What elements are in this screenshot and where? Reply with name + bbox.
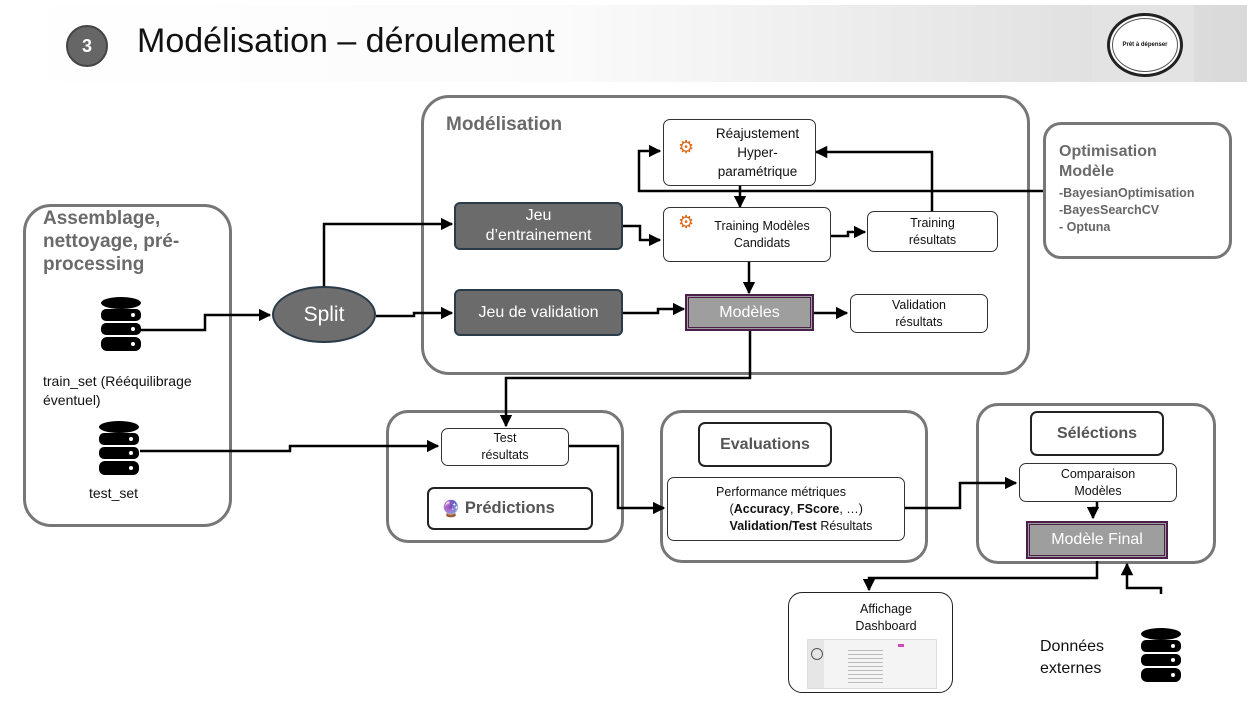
arrow-compare-to-final xyxy=(1086,502,1100,520)
database-icon xyxy=(99,421,139,475)
database-icon xyxy=(1141,628,1181,682)
training-results-label: Training résultats xyxy=(908,215,957,247)
metric-accuracy: Accuracy xyxy=(733,501,791,516)
optimisation-title: Optimisation Modèle xyxy=(1059,143,1157,180)
modelisation-title: Modélisation xyxy=(446,114,563,135)
arrow-optim-to-readjust xyxy=(637,144,1043,193)
split-label: Split xyxy=(303,302,345,326)
compare-models-label: Comparaison Modèles xyxy=(1060,466,1136,498)
slide-header xyxy=(3,5,1247,82)
test-results-label: Test résultats xyxy=(481,431,529,462)
optimisation-item: -BayesianOptimisation xyxy=(1059,186,1195,200)
models-box: Modèles xyxy=(685,294,814,331)
arrow-split-to-validation xyxy=(376,306,454,320)
compare-models-box: Comparaison Modèles xyxy=(1019,463,1177,502)
panel-optimisation xyxy=(1043,122,1232,259)
arrow-test-to-eval xyxy=(569,444,666,515)
validation-results-box: Validation résultats xyxy=(850,294,988,333)
metrics-paren: ( xyxy=(729,501,734,516)
gear-icon: ⚙ xyxy=(678,137,695,157)
final-model-box: Modèle Final xyxy=(1026,521,1168,559)
assemblage-title: Assemblage, nettoyage, pré-processing xyxy=(43,208,180,275)
company-logo: Prêt à dépenser xyxy=(1107,13,1183,77)
metrics-results: Résultats xyxy=(816,518,873,533)
page-title: Modélisation – déroulement xyxy=(137,22,555,60)
dashboard-marker xyxy=(898,644,904,647)
optimisation-list: -BayesianOptimisation -BayesSearchCV - O… xyxy=(1059,185,1194,236)
dashboard-panel: Affichage Dashboard xyxy=(788,592,953,693)
selections-title-box: Séléctions xyxy=(1030,411,1164,456)
dashboard-bars xyxy=(848,650,883,684)
arrow-final-to-dashboard xyxy=(862,561,1099,592)
crystal-ball-icon: 🔮 xyxy=(441,500,461,518)
test-set-label: test_set xyxy=(89,485,139,501)
training-label: Training Modèles Candidats xyxy=(714,218,810,250)
training-set-box: Jeu d’entrainement xyxy=(454,202,623,250)
metrics-line-1: Performance métriques xyxy=(716,484,846,499)
split-node: Split xyxy=(272,286,376,343)
arrow-train-to-training xyxy=(623,224,662,247)
predictions-title-box: 🔮 Prédictions xyxy=(427,487,593,530)
database-icon xyxy=(101,297,141,351)
gear-icon: ⚙ xyxy=(678,212,695,232)
arrow-results-to-readjust xyxy=(814,145,934,211)
training-results-box: Training résultats xyxy=(867,211,998,252)
arrow-train-to-split xyxy=(140,308,272,332)
train-set-label: train_set (Rééquilibrage éventuel) xyxy=(43,373,192,408)
training-models-box: Training Modèles Candidats xyxy=(663,207,831,262)
metrics-line-3: Validation/Test Résultats xyxy=(730,518,873,535)
arrow-validation-to-models xyxy=(623,302,686,316)
validation-results-label: Validation résultats xyxy=(892,297,946,329)
optimisation-item: -BayesSearchCV xyxy=(1059,203,1160,217)
step-number-badge: 3 xyxy=(66,25,108,67)
arrow-testset-to-test xyxy=(140,439,440,453)
arrow-models-to-test xyxy=(499,331,752,428)
metrics-end: , …) xyxy=(839,501,863,516)
arrow-eval-to-compare xyxy=(905,476,1018,510)
external-data-label: Données externes xyxy=(1040,638,1105,677)
performance-metrics-box: Performance métriques (Accuracy, FScore,… xyxy=(667,477,905,541)
arrow-training-to-results xyxy=(831,225,867,239)
dashboard-thumbnail xyxy=(807,639,937,689)
predictions-title: Prédictions xyxy=(464,499,555,517)
metric-fscore: FScore xyxy=(796,501,840,516)
metrics-sep: , xyxy=(790,501,797,516)
hyperparameter-readjust-box: Réajustement Hyper-paramétrique xyxy=(663,119,816,186)
evaluations-title-box: Evaluations xyxy=(698,422,832,467)
metrics-validation-test: Validation/Test xyxy=(729,518,817,533)
metrics-text: Performance métriques (Accuracy, FScore,… xyxy=(716,484,873,535)
test-results-box: Test résultats xyxy=(441,428,569,466)
arrow-external-to-final xyxy=(1120,562,1163,594)
validation-set-box: Jeu de validation xyxy=(454,289,623,336)
arrow-split-to-train xyxy=(322,217,454,288)
dashboard-gauge xyxy=(811,648,823,660)
dashboard-label: Affichage Dashboard xyxy=(855,602,917,633)
metrics-line-2: (Accuracy, FScore, …) xyxy=(730,501,873,518)
optimisation-item: - Optuna xyxy=(1059,220,1111,234)
readjust-label: Réajustement Hyper-paramétrique xyxy=(715,126,800,179)
